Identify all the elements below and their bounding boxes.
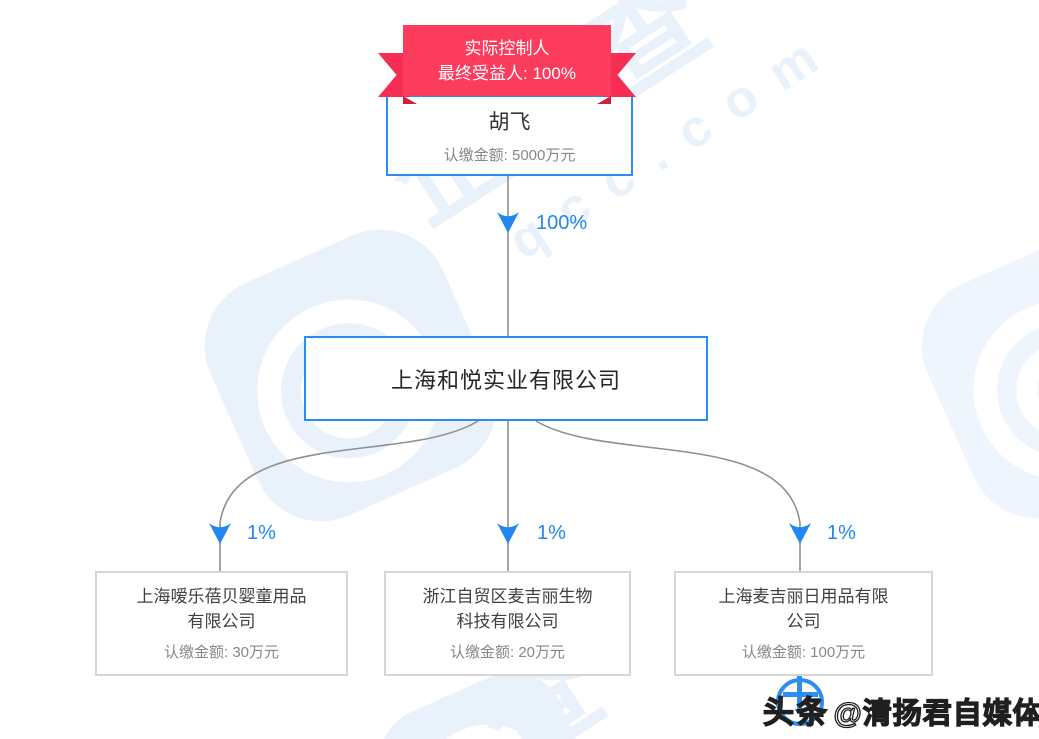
node-subsidiary-2[interactable]: 浙江自贸区麦吉丽生物 科技有限公司 认缴金额: 20万元 [384, 571, 631, 676]
subsidiary-amount: 认缴金额: 100万元 [741, 644, 866, 662]
subsidiary-amount: 认缴金额: 20万元 [449, 644, 566, 662]
arrow-down-icon [209, 523, 231, 544]
node-subsidiary-3[interactable]: 上海麦吉丽日用品有限 公司 认缴金额: 100万元 [674, 571, 933, 676]
node-main-company[interactable]: 上海和悦实业有限公司 [304, 336, 708, 421]
ribbon-beneficiary: 最终受益人: 100% [438, 63, 576, 83]
percent-label-sub3: 1% [827, 522, 856, 544]
subsidiary-amount: 认缴金额: 30万元 [163, 644, 280, 662]
subsidiary-name: 上海麦吉丽日用品有限 公司 [719, 585, 889, 634]
subsidiary-name-line1: 上海嗳乐蓓贝婴童用品 [136, 586, 307, 606]
node-root-person[interactable]: 胡飞 认缴金额: 5000万元 [386, 95, 633, 176]
actual-controller-ribbon: 实际控制人 最终受益人: 100% [403, 25, 611, 96]
arrow-down-icon [497, 523, 519, 544]
subsidiary-name-line1: 浙江自贸区麦吉丽生物 [422, 586, 593, 606]
percent-label-sub1: 1% [247, 522, 276, 544]
main-company-name: 上海和悦实业有限公司 [390, 367, 621, 393]
root-person-amount: 认缴金额: 5000万元 [443, 147, 576, 164]
credit-brand: 头条 [762, 694, 829, 730]
toutiao-logo-icon [783, 692, 818, 697]
ribbon-left-fold [403, 96, 417, 104]
percent-label-sub2: 1% [537, 522, 566, 544]
subsidiary-name-line2: 科技有限公司 [456, 611, 559, 631]
ribbon-title: 实际控制人 [464, 38, 550, 58]
subsidiary-name-line1: 上海麦吉丽日用品有限 [718, 586, 889, 606]
percent-label-root: 100% [536, 212, 588, 234]
node-subsidiary-1[interactable]: 上海嗳乐蓓贝婴童用品 有限公司 认缴金额: 30万元 [95, 571, 348, 676]
edge-company-to-sub1 [219, 420, 479, 571]
subsidiary-name: 上海嗳乐蓓贝婴童用品 有限公司 [137, 585, 307, 634]
root-person-name: 胡飞 [488, 111, 531, 134]
credit-handle: @清扬君自媒体 [833, 697, 1039, 730]
credit-text: 头条 @清扬君自媒体 [762, 687, 1039, 732]
ribbon-right-fold [597, 96, 611, 104]
subsidiary-name-line2: 有限公司 [187, 611, 256, 631]
edge-company-to-sub3 [535, 420, 801, 571]
arrow-down-icon [497, 212, 519, 233]
subsidiary-name: 浙江自贸区麦吉丽生物 科技有限公司 [423, 585, 593, 634]
arrow-down-icon [789, 523, 811, 544]
subsidiary-name-line2: 公司 [786, 611, 821, 631]
edge-arrowheads [209, 212, 811, 544]
